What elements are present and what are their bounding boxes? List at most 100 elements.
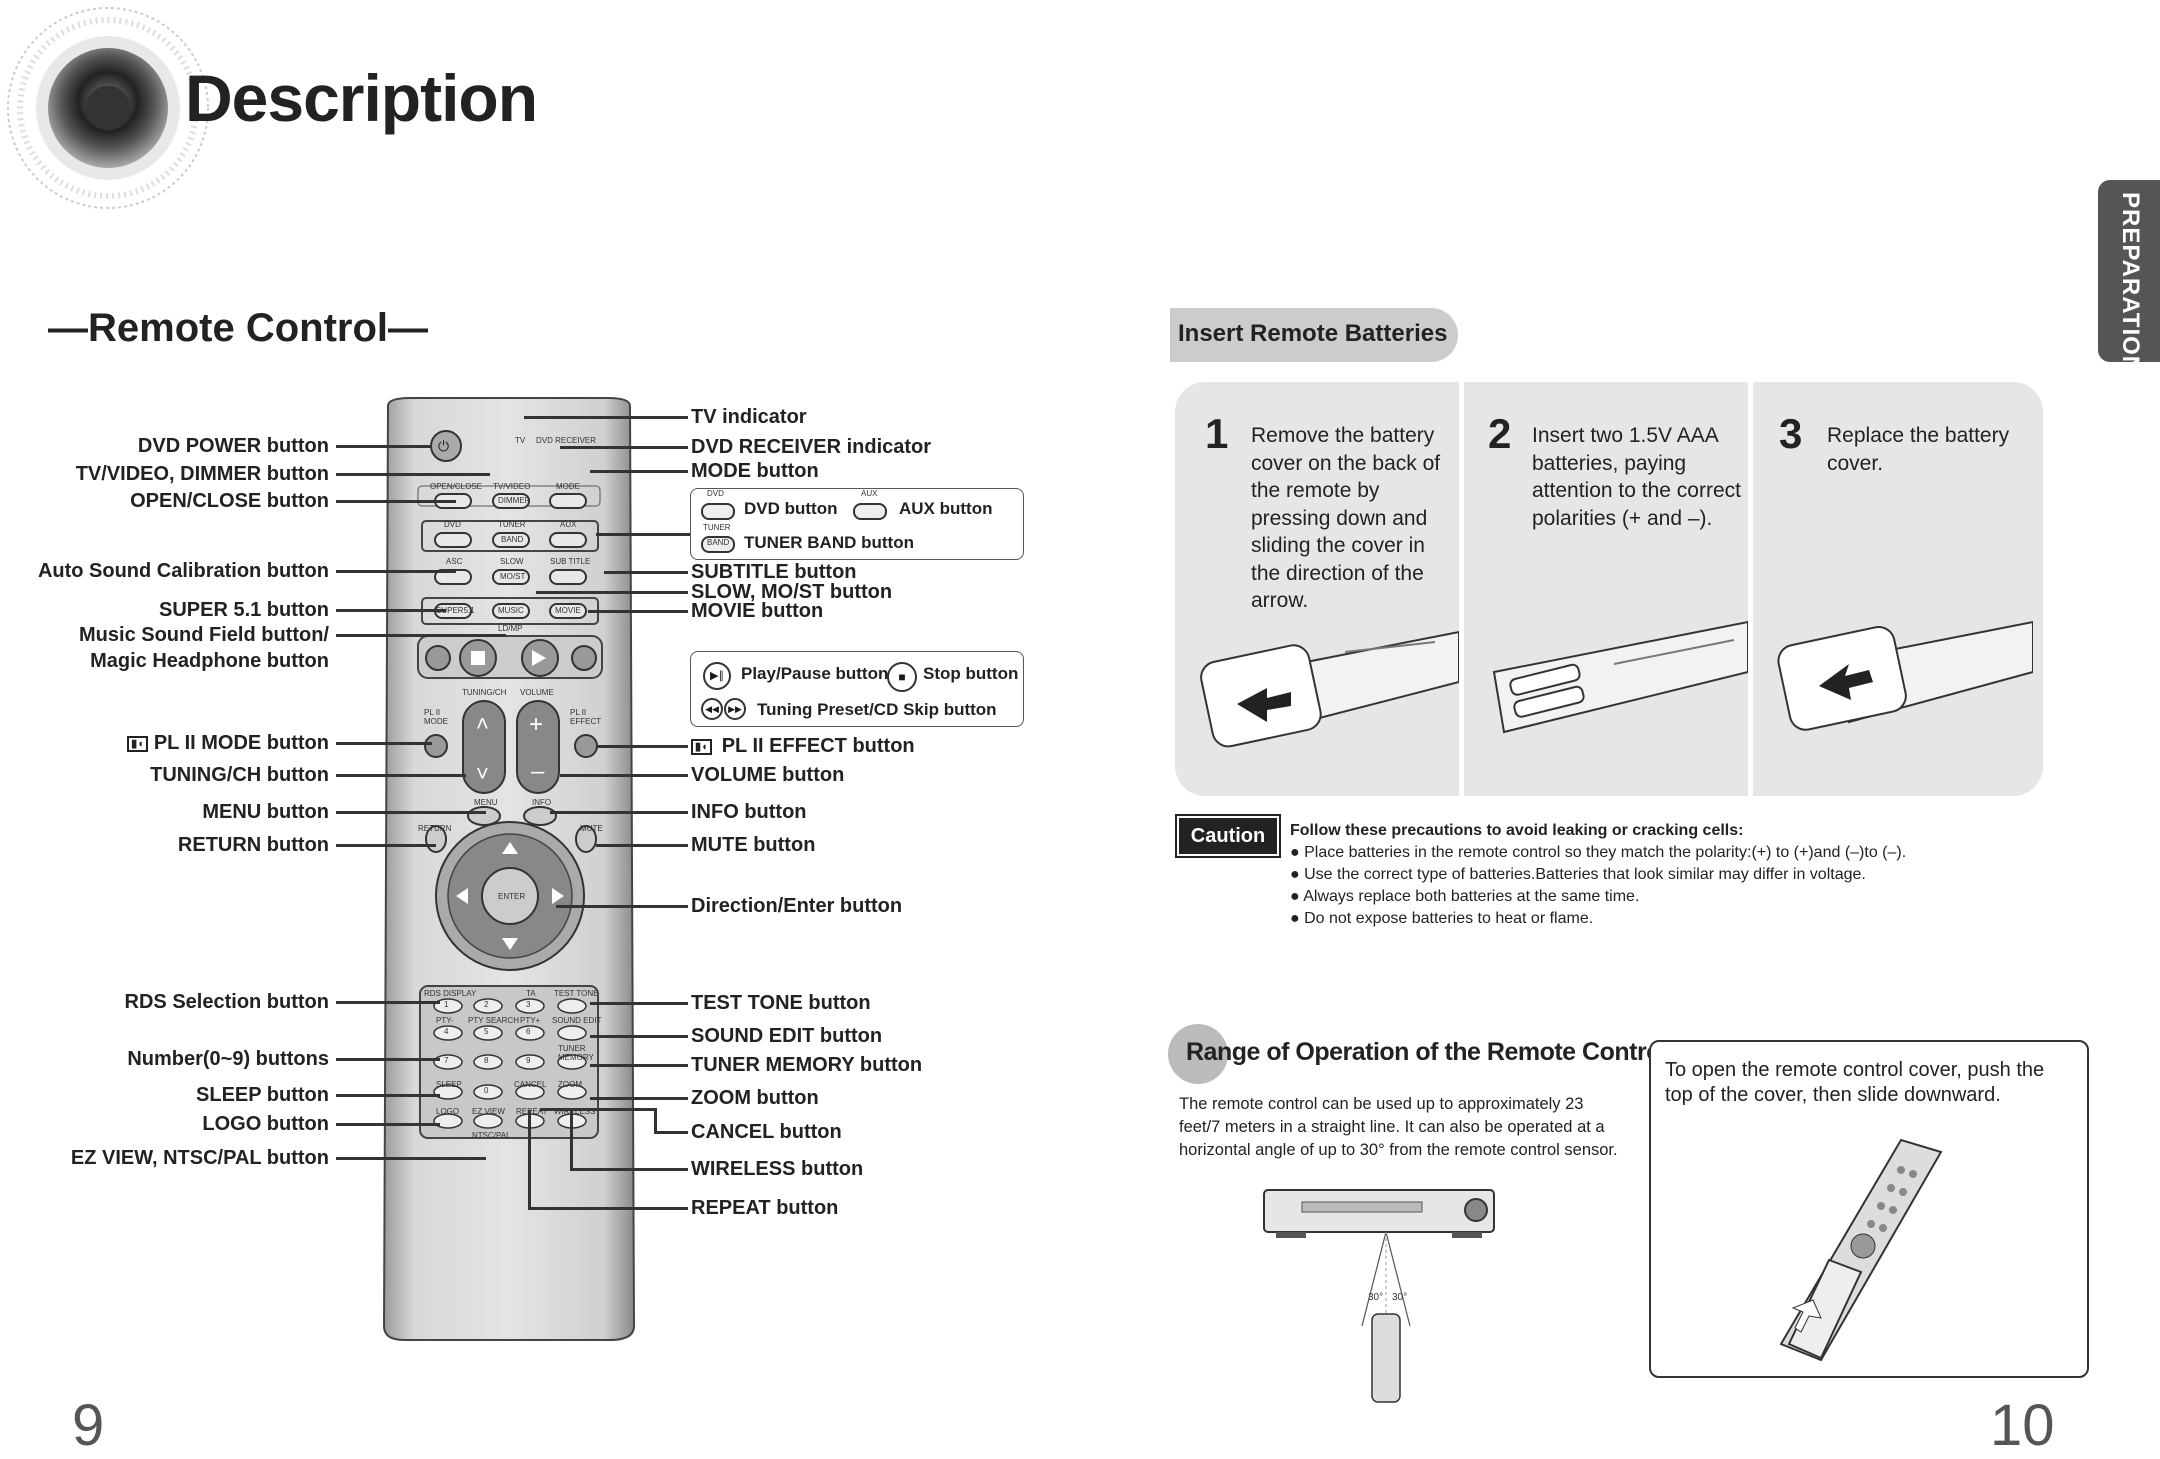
label-cancel: CANCEL button [691,1121,842,1143]
key-digit-7: 7 [444,1056,449,1065]
step-3-text: Replace the battery cover. [1827,424,2010,475]
dvd-oval-icon [701,503,735,520]
step-3-number: 3 [1779,410,1803,457]
label-direction-enter: Direction/Enter button [691,895,903,917]
key-label-tv: TV [515,436,526,445]
speaker-logo-graphic [7,7,209,209]
caution-heading: Follow these precautions to avoid leakin… [1290,822,1744,839]
label-info: INFO button [691,801,807,823]
caution-item: ● Do not expose batteries to heat or fla… [1290,910,1594,927]
label-tuner-memory: TUNER MEMORY button [691,1054,923,1076]
key-label-dvd-receiver: DVD RECEIVER [536,436,597,445]
key-digit-1: 1 [444,1000,449,1009]
caution-item: ● Use the correct type of batteries.Batt… [1290,866,1866,883]
aux-oval-icon [853,503,887,520]
key-label-mute: MUTE [580,824,603,833]
key-label-tuner-memory: TUNER MEMORY [558,1044,594,1062]
step-2-text: Insert two 1.5V AAA batteries, paying at… [1532,424,1741,530]
key-digit-9: 9 [526,1056,531,1065]
key-label-sleep: SLEEP [436,1080,462,1089]
label-tv-video-dimmer: TV/VIDEO, DIMMER button [75,463,329,485]
svg-text:˄: ˄ [476,711,489,736]
key-label-music: MUSIC [498,606,524,615]
key-digit-6: 6 [526,1027,531,1036]
label-slow-most: SLOW, MO/ST button [691,581,893,603]
key-label-repeat: REPEAT [516,1107,548,1116]
label-volume: VOLUME button [691,764,845,786]
key-label-zoom: ZOOM [558,1080,582,1089]
callout-mode-buttons: DVD DVD button AUX AUX button TUNER BAND… [690,488,1024,560]
key-label-super51: SUPER5.1 [436,606,475,615]
label-mute: MUTE button [691,834,816,856]
label-number-buttons: Number(0~9) buttons [127,1048,329,1070]
label-auto-sound-calibration: Auto Sound Calibration button [37,560,329,582]
key-label-ta: TA [526,989,536,998]
label-magic-headphone: Magic Headphone button [90,650,329,672]
callout-tuning-skip: Tuning Preset/CD Skip button [757,700,997,719]
key-label-mode: MODE [556,482,580,491]
key-label-slow: SLOW [500,557,524,566]
remote-section-title: —Remote Control— [48,306,428,350]
label-repeat: REPEAT button [691,1197,839,1219]
svg-text:–: – [531,758,545,785]
key-label-tuner: TUNER [498,520,526,529]
key-label-subtitle: SUB TITLE [550,557,591,566]
key-label-wireless: WIRELESS [554,1107,596,1116]
label-sound-edit: SOUND EDIT button [691,1025,883,1047]
page-number-left: 9 [72,1393,105,1458]
key-label-ntsc-pal: NTSC/PAL [472,1131,511,1140]
step-2-panel: 2 Insert two 1.5V AAA batteries, paying … [1464,382,1748,796]
label-dvd-receiver-indicator: DVD RECEIVER indicator [691,436,932,458]
batteries-heading: Insert Remote Batteries [1170,308,1458,362]
key-label-sound-edit: SOUND EDIT [552,1016,602,1025]
key-label-dimmer: DIMMER [498,496,531,505]
key-digit-8: 8 [484,1056,489,1065]
key-digit-2: 2 [484,1000,489,1009]
key-label-tv-video: TV/VIDEO [493,482,531,491]
label-zoom: ZOOM button [691,1087,819,1109]
cover-instruction-box: To open the remote control cover, push t… [1649,1040,2089,1378]
key-label-pty-plus: PTY+ [520,1016,541,1025]
key-label-aux: AUX [560,520,577,529]
step-1-text: Remove the battery cover on the back of … [1251,424,1441,612]
key-label-most: MO/ST [500,572,526,581]
label-open-close: OPEN/CLOSE button [130,490,329,512]
callout-aux-button: AUX button [899,499,993,518]
label-return: RETURN button [177,834,329,856]
tuner-tag: TUNER [703,523,731,532]
aux-tag: AUX [861,489,878,498]
callout-stop: Stop button [923,664,1019,683]
callout-play-pause: Play/Pause button [741,664,889,683]
label-pl2-effect: ▮◖PL II EFFECT button [691,735,915,757]
skip-back-icon: ◀◀ [701,698,723,720]
label-tv-indicator: TV indicator [691,406,807,428]
key-label-return: RETURN [418,824,452,833]
callout-tuner-band-button: TUNER BAND button [744,533,914,552]
page-number-right: 10 [1990,1393,2055,1458]
label-ez-view: EZ VIEW, NTSC/PAL button [70,1147,329,1169]
key-label-pty-minus: PTY- [436,1016,454,1025]
range-angle-right: 30° [1392,1292,1408,1303]
key-label-pty-search: PTY SEARCH [468,1016,519,1025]
remote-cover-illustration [1779,1138,1943,1362]
key-label-rds-display: RDS DISPLAY [424,989,477,998]
key-label-pl2-mode: PL II MODE [424,708,448,726]
key-label-test-tone: TEST TONE [554,989,599,998]
key-label-ldmp: LD/MP [498,624,523,633]
play-pause-icon: ▶∥ [703,662,731,690]
callout-dvd-button: DVD button [744,499,838,518]
label-wireless: WIRELESS button [691,1158,864,1180]
step-3-panel: 3 Replace the battery cover. [1753,382,2043,796]
key-digit-5: 5 [484,1027,489,1036]
section-tab: PREPARATION [2098,180,2160,374]
cover-instruction-text: To open the remote control cover, push t… [1665,1059,2045,1106]
label-test-tone: TEST TONE button [691,992,871,1014]
label-super51: SUPER 5.1 button [158,599,329,621]
step-1-number: 1 [1205,410,1229,457]
step-2-illustration [1492,620,1748,734]
label-music-sound-field: Music Sound Field button/ [79,624,329,646]
svg-text:+: + [529,711,543,738]
key-label-pl2-effect: PL II EFFECT [570,708,602,726]
label-sleep: SLEEP button [196,1084,329,1106]
key-label-open-close: OPEN/CLOSE [430,482,483,491]
